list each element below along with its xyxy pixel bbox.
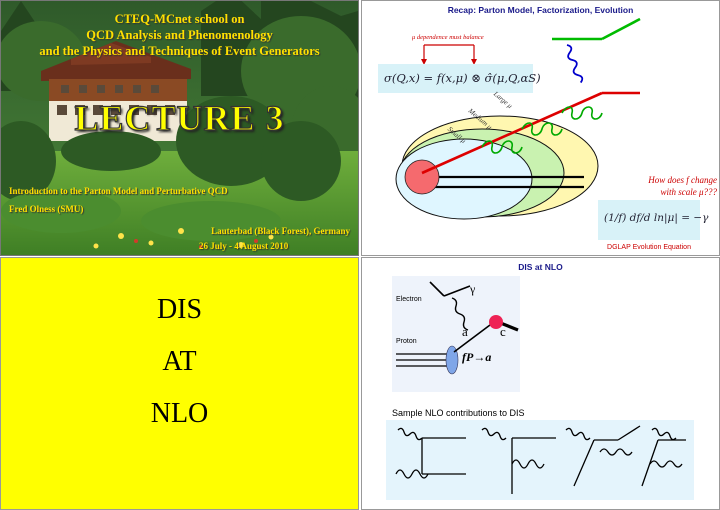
dglap-formula-text: (1/f) df/d ln|μ| = −γ bbox=[604, 212, 709, 224]
author: Fred Olness (SMU) bbox=[9, 204, 84, 214]
factorization-diagram bbox=[395, 17, 641, 220]
mu-balance-note: μ dependence must balance bbox=[412, 34, 484, 41]
slide-title: DIS at NLO bbox=[518, 262, 563, 272]
dis-feynman-diagram bbox=[396, 281, 519, 375]
parton-c-label: c bbox=[500, 324, 506, 339]
dis-diagram: γ Electron Proton a c fP→a bbox=[392, 276, 520, 392]
scale-question: How does f change with scale μ??? bbox=[592, 174, 717, 198]
scale-question-line1: How does f change bbox=[648, 175, 717, 185]
pdf-label: fP→a bbox=[462, 350, 492, 364]
dglap-formula: (1/f) df/d ln|μ| = −γ bbox=[598, 200, 708, 240]
dis-nlo-slide: DIS at NLO γ Electron Proton a c fP→a Sa… bbox=[361, 257, 720, 510]
parton-a-label: a bbox=[462, 324, 468, 339]
school-title-line1: CTEQ-MCnet school on bbox=[114, 12, 245, 26]
photon-label: γ bbox=[470, 282, 476, 296]
factorization-formula-text: σ(Q,x) = f(x,μ) ⊗ σ̂(μ,Q,αS) bbox=[384, 71, 541, 85]
nlo-contributions bbox=[386, 420, 694, 500]
section-word-nlo: NLO bbox=[150, 398, 209, 429]
dates: 26 July - 4 August 2010 bbox=[199, 241, 289, 251]
black-forest-photo bbox=[1, 1, 358, 255]
sample-caption: Sample NLO contributions to DIS bbox=[392, 408, 525, 418]
section-slide: DIS AT NLO bbox=[0, 257, 359, 510]
section-word-at: AT bbox=[162, 346, 197, 377]
section-word-dis: DIS bbox=[156, 294, 203, 325]
title-slide: CTEQ-MCnet school on QCD Analysis and Ph… bbox=[0, 0, 359, 256]
school-title-line3: and the Physics and Techniques of Event … bbox=[39, 44, 320, 58]
recap-slide: Recap: Parton Model, Factorization, Evol… bbox=[361, 0, 720, 256]
scale-question-line2: with scale μ??? bbox=[660, 187, 717, 197]
lecture-title: LECTURE 3 bbox=[74, 97, 285, 138]
factorization-formula: σ(Q,x) = f(x,μ) ⊗ σ̂(μ,Q,αS) bbox=[378, 64, 541, 93]
lecture-subtitle: Introduction to the Parton Model and Per… bbox=[9, 186, 228, 196]
dglap-caption: DGLAP Evolution Equation bbox=[607, 244, 691, 251]
proton-label: Proton bbox=[396, 338, 417, 345]
nlo-feynman-diagrams bbox=[395, 425, 686, 494]
slide-title: Recap: Parton Model, Factorization, Evol… bbox=[447, 5, 634, 15]
school-title-line2: QCD Analysis and Phenomenology bbox=[86, 28, 273, 42]
electron-label: Electron bbox=[396, 296, 422, 303]
location: Lauterbad (Black Forest), Germany bbox=[211, 226, 350, 236]
